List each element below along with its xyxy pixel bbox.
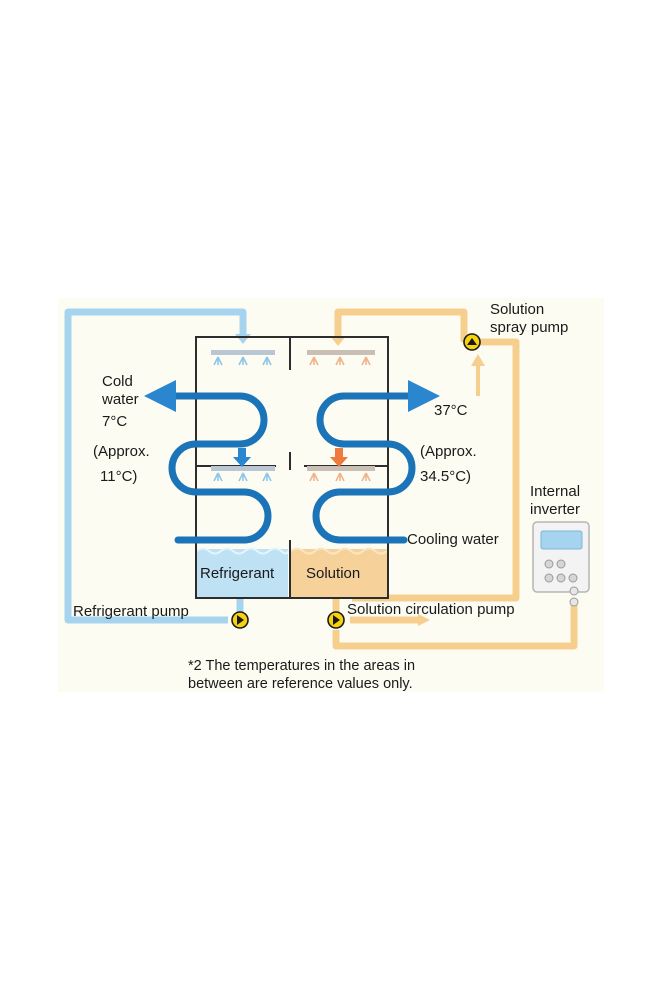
solution-pool [291,549,387,598]
solution-circulation-pump-icon [327,611,345,629]
label-approx-left-1: (Approx. [93,443,150,460]
label-solution: Solution [306,565,360,582]
solution-inlet-arrow [330,336,346,346]
coil-right-upper [316,392,416,496]
label-cooling-water: Cooling water [407,531,499,548]
coil-left-lower [174,488,272,544]
spray-pump-up-arrowhead [471,354,485,366]
solution-flow-arrow [418,614,430,626]
label-solution-spray-pump-2: spray pump [490,319,568,336]
coil-left-upper [168,392,268,496]
footnote-line-1: *2 The temperatures in the areas in [188,658,415,674]
label-hot-temp: 37°C [434,402,468,419]
solution-piping [332,308,578,650]
footnote-line-2: between are reference values only. [188,676,413,692]
label-approx-right-1: (Approx. [420,443,477,460]
solution-spray-pump-icon [463,333,481,351]
label-cold-water-2: water [101,391,139,408]
label-refrigerant: Refrigerant [200,565,275,582]
label-solution-circulation-pump: Solution circulation pump [347,601,515,618]
vessel-outline [195,336,389,599]
label-internal-inverter-1: Internal [530,483,580,500]
label-cold-water-1: Cold [102,373,133,390]
refrigerant-pump-icon [231,611,249,629]
sprayers [211,350,375,482]
refrigerant-pool [197,549,288,598]
label-refrigerant-pump: Refrigerant pump [73,603,189,620]
label-solution-spray-pump-1: Solution [490,301,544,318]
label-cold-temp: 7°C [102,413,127,430]
refrigerant-piping [64,308,247,624]
label-internal-inverter-2: inverter [530,501,580,518]
label-approx-left-2: 11°C) [100,468,137,485]
inverter-controller-icon [532,521,590,607]
coil-right-lower [312,488,408,544]
label-approx-right-2: 34.5°C) [420,468,471,485]
